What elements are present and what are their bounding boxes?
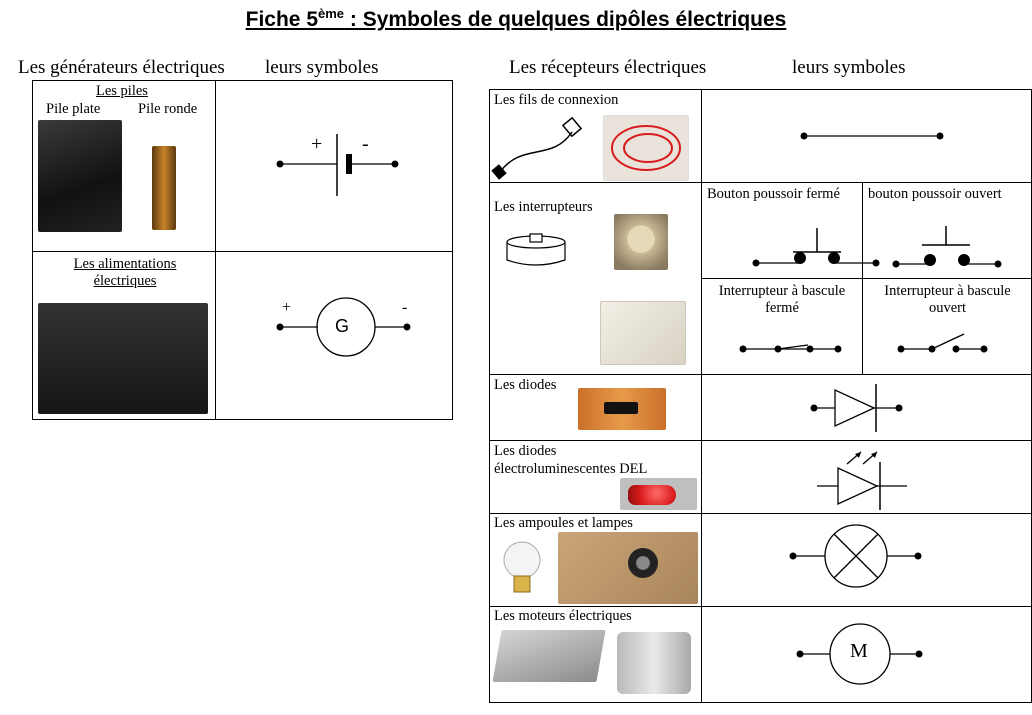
lamps-label: Les ampoules et lampes [494, 515, 633, 531]
toggle-closed-label-1: Interrupteur à bascule [718, 283, 846, 299]
lamp-symbol [789, 524, 922, 588]
alimentations-title-1: Les alimentations [73, 256, 177, 272]
wire-symbol [800, 132, 944, 140]
pile-plate-photo [38, 120, 122, 232]
bulb-drawing [503, 541, 541, 593]
push-button-drawing [506, 233, 566, 266]
diode-symbol [810, 384, 903, 432]
toggle-closed-symbol [739, 344, 842, 353]
battery-plus: + [311, 133, 323, 155]
push-open-label: bouton poussoir ouvert [868, 186, 1002, 202]
motor-kit-photo [492, 630, 606, 682]
battery-symbol [276, 134, 399, 196]
alimentations-title-2: électriques [93, 273, 157, 289]
toggle-closed-label-2: fermé [765, 300, 799, 316]
led-body [628, 485, 676, 505]
generator-letter: G [335, 316, 350, 336]
pile-ronde-photo [152, 146, 176, 230]
header-symbols-left: leurs symboles [265, 57, 379, 78]
push-button-photo [614, 214, 668, 270]
push-closed-symbol [752, 228, 880, 267]
alimentation-photo [38, 303, 208, 414]
toggle-open-label-1: Interrupteur à bascule [884, 283, 1011, 299]
led-symbol [817, 451, 907, 510]
toggle-open-label-2: ouvert [928, 300, 967, 316]
motor-letter: M [850, 640, 868, 662]
piles-title: Les piles [96, 83, 148, 99]
pile-plate-label: Pile plate [46, 101, 101, 117]
push-closed-label: Bouton poussoir fermé [707, 186, 840, 202]
generator-minus: - [402, 299, 408, 316]
generator-plus: + [282, 299, 292, 316]
push-open-symbol [892, 226, 1002, 268]
toggle-switch-photo [600, 301, 686, 365]
switches-label: Les interrupteurs [494, 199, 593, 215]
led-label-2: électroluminescentes DEL [494, 461, 648, 477]
wire-photo-drawing [491, 116, 583, 180]
header-receptors: Les récepteurs électriques [509, 57, 707, 78]
battery-minus: - [362, 133, 369, 155]
generators-table [32, 80, 453, 420]
motors-label: Les moteurs électriques [494, 608, 632, 624]
led-label-1: Les diodes [494, 443, 557, 459]
header-symbols-right: leurs symboles [792, 57, 906, 78]
wires-label: Les fils de connexion [494, 92, 619, 108]
motor-symbol [796, 623, 923, 685]
red-wire-loops [611, 125, 681, 171]
page-title: Fiche 5ème : Symboles de quelques dipôle… [245, 6, 787, 31]
motor-photo [617, 632, 691, 694]
diode-body [604, 402, 638, 414]
diodes-label: Les diodes [494, 377, 557, 393]
pile-ronde-label: Pile ronde [138, 101, 198, 117]
lamp-socket [628, 548, 658, 578]
generator-symbol [276, 297, 411, 357]
header-generators: Les générateurs électriques [18, 57, 225, 78]
toggle-open-symbol [897, 333, 988, 353]
